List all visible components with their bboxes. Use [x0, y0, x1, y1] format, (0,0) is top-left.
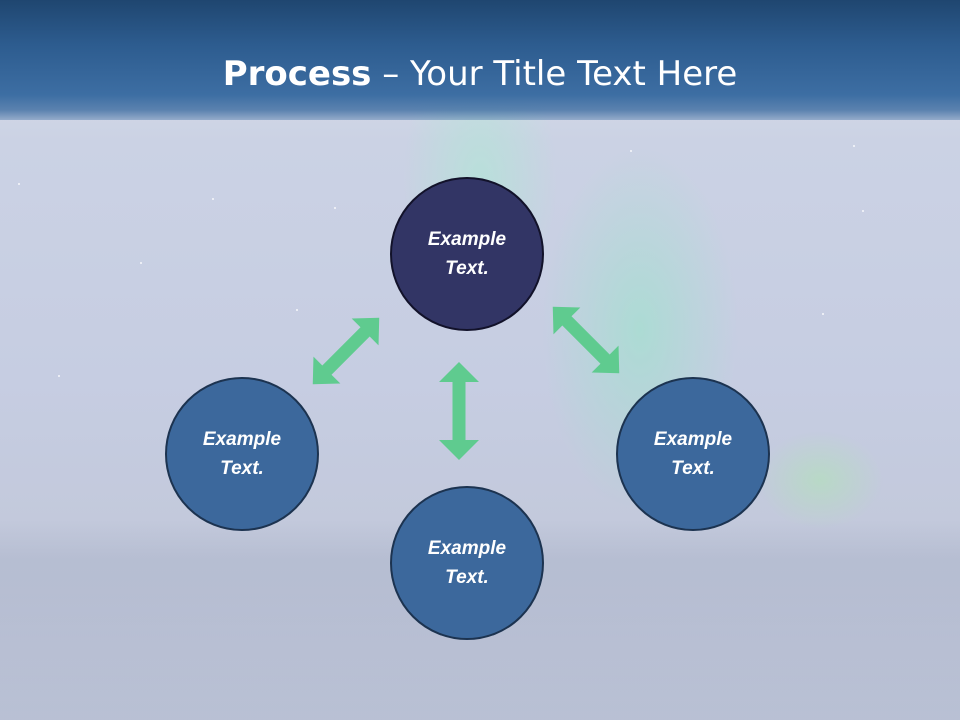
star-dot: [822, 313, 824, 315]
node-line: Example: [653, 429, 733, 450]
star-dot: [58, 375, 60, 377]
node-line: Example: [202, 429, 282, 450]
node-text-bottom: Example Text.: [412, 534, 522, 592]
process-node-left: Example Text.: [165, 377, 319, 531]
node-text-left: Example Text.: [187, 425, 297, 483]
node-line: Text.: [220, 458, 264, 479]
star-dot: [630, 150, 632, 152]
star-dot: [140, 262, 142, 264]
node-line: Example: [427, 538, 507, 559]
node-text-top: Example Text.: [412, 225, 522, 283]
star-dot: [862, 210, 864, 212]
node-line: Text.: [445, 258, 489, 279]
star-dot: [212, 198, 214, 200]
node-text-right: Example Text.: [638, 425, 748, 483]
title-bold: Process: [222, 54, 372, 94]
double-arrow-right: [552, 306, 620, 374]
title-text: – Your Title Text Here: [371, 54, 738, 94]
title-bar: [0, 0, 960, 120]
node-line: Text.: [445, 567, 489, 588]
double-arrow-vertical: [439, 362, 479, 460]
process-node-right: Example Text.: [616, 377, 770, 531]
node-line: Example: [427, 229, 507, 250]
star-dot: [853, 145, 855, 147]
process-node-bottom: Example Text.: [390, 486, 544, 640]
double-arrow-left: [312, 317, 380, 385]
star-dot: [334, 207, 336, 209]
node-line: Text.: [671, 458, 715, 479]
star-dot: [18, 183, 20, 185]
star-dot: [296, 309, 298, 311]
process-node-top: Example Text.: [390, 177, 544, 331]
slide-title: Process – Your Title Text Here: [0, 52, 960, 96]
